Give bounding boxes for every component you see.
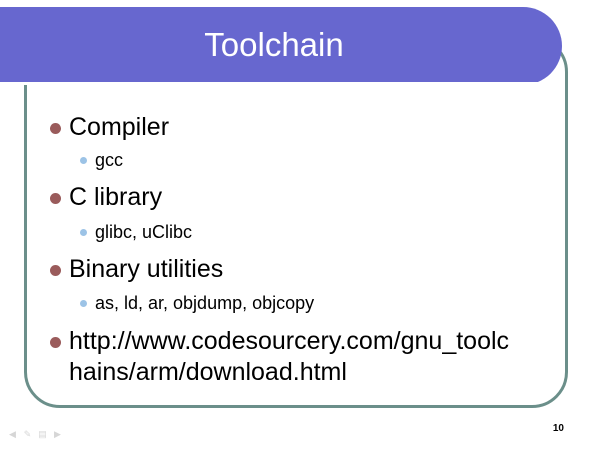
- sub-bullet-icon: [80, 300, 87, 307]
- title-underline: [0, 82, 548, 85]
- bullet-label: Compiler: [69, 113, 170, 141]
- sub-bullet-icon: [80, 157, 87, 164]
- bullet-icon: [50, 337, 61, 348]
- bullet-label: Binary utilities: [69, 255, 224, 283]
- bullet-icon: [50, 193, 61, 204]
- slide-frame: [24, 36, 568, 408]
- sub-bullet-icon: [80, 229, 87, 236]
- title-bar: [0, 7, 562, 85]
- slide-title: Toolchain: [204, 26, 344, 63]
- sub-bullet-label: gcc: [95, 150, 124, 170]
- bullet-label: C library: [69, 183, 163, 211]
- pen-icon[interactable]: ✎: [23, 429, 32, 439]
- sub-bullet-label: as, ld, ar, objdump, objcopy: [95, 293, 315, 313]
- prev-arrow-icon[interactable]: ◀: [9, 429, 16, 439]
- sub-bullet-label: glibc, uClibc: [95, 222, 193, 242]
- page-number: 10: [552, 423, 564, 434]
- bullet-icon: [50, 123, 61, 134]
- download-url-line-1: http://www.codesourcery.com/gnu_toolc: [69, 327, 510, 355]
- bullet-icon: [50, 265, 61, 276]
- menu-icon[interactable]: ▤: [38, 429, 47, 439]
- next-arrow-icon[interactable]: ▶: [54, 429, 61, 439]
- slide-nav-controls: ◀ ✎ ▤ ▶: [8, 429, 62, 439]
- download-url-line-2: hains/arm/download.html: [69, 358, 347, 386]
